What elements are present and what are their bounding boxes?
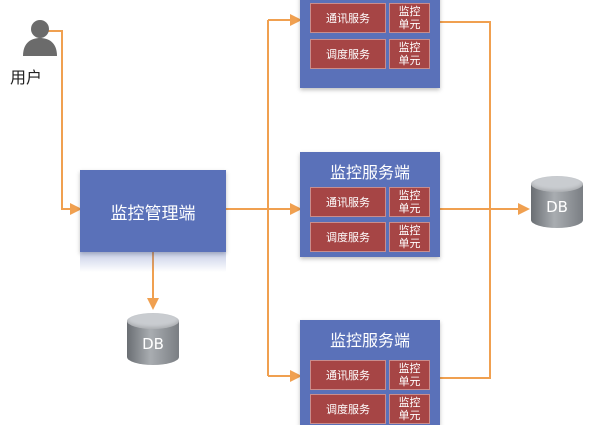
monitor-unit-cell: 监控单元	[389, 39, 430, 69]
server-box-2: 监控服务端 通讯服务 监控单元 调度服务 监控单元	[300, 152, 440, 257]
comm-service-cell: 通讯服务	[310, 3, 386, 33]
dispatch-service-cell: 调度服务	[310, 39, 386, 69]
server-box-3: 监控服务端 通讯服务 监控单元 调度服务 监控单元	[300, 320, 440, 425]
dispatch-service-cell: 调度服务	[310, 222, 386, 252]
manager-label: 监控管理端	[110, 203, 196, 224]
db-right: DB	[531, 176, 583, 236]
server-3-unit-to-db-line	[431, 209, 491, 379]
server-title: 监控服务端	[329, 331, 410, 350]
db-right-label: DB	[546, 198, 568, 216]
server-1-unit-to-db-line	[431, 21, 491, 209]
architecture-diagram: 用户 监控管理端 通讯服务 监控单元 调度服务 监控单元 监控服务端 通讯服务 …	[10, 0, 583, 425]
monitor-unit-cell: 监控单元	[389, 222, 430, 252]
monitor-unit-cell: 监控单元	[389, 3, 430, 33]
dispatch-service-cell: 调度服务	[310, 394, 386, 424]
comm-service-cell: 通讯服务	[310, 187, 386, 217]
user-icon	[23, 20, 57, 56]
user-node: 用户	[10, 16, 70, 88]
user-to-manager-line	[40, 30, 82, 215]
db-left: DB	[127, 313, 179, 373]
monitor-unit-cell: 监控单元	[389, 394, 430, 424]
manager-reflection	[80, 252, 226, 272]
server-title: 监控服务端	[329, 163, 410, 182]
monitor-unit-cell: 监控单元	[389, 360, 430, 390]
manager-box: 监控管理端	[80, 170, 226, 252]
connectors	[40, 14, 530, 382]
db-left-label: DB	[142, 335, 164, 353]
monitor-unit-cell: 监控单元	[389, 187, 430, 217]
comm-service-cell: 通讯服务	[310, 360, 386, 390]
server-box-1: 通讯服务 监控单元 调度服务 监控单元	[300, 0, 440, 88]
user-label: 用户	[10, 68, 43, 87]
